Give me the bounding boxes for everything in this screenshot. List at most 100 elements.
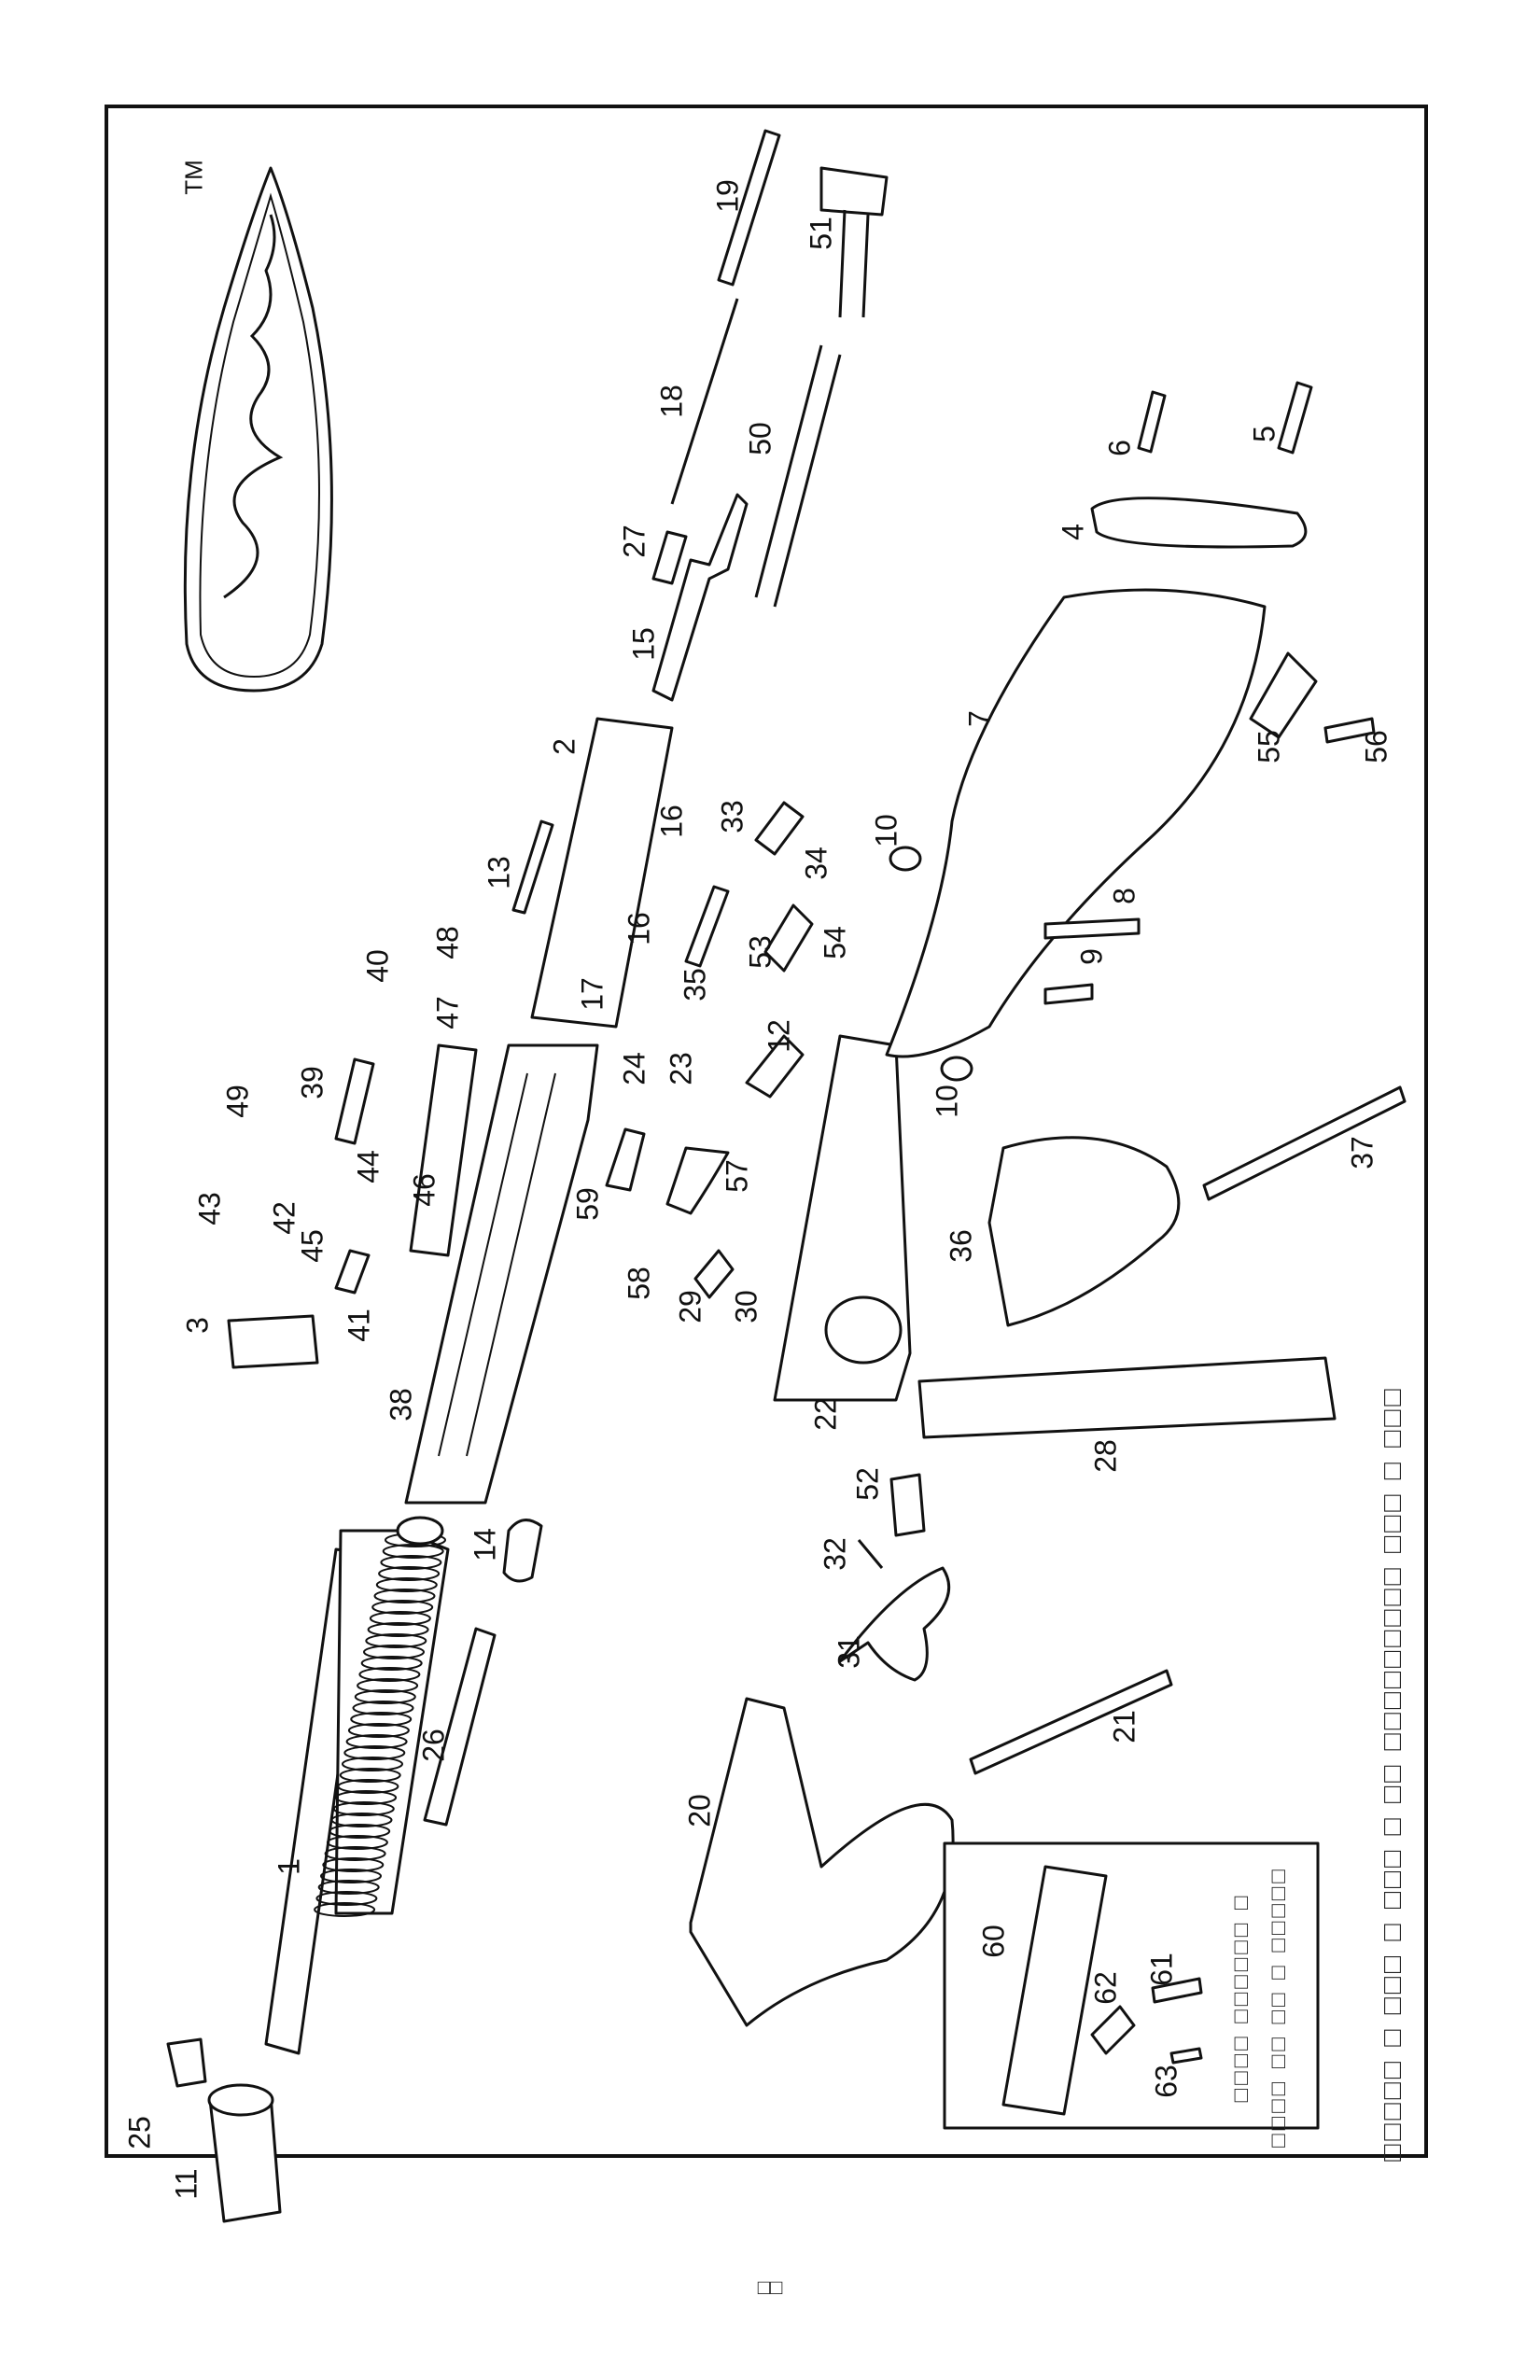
part-10-washer-2 [940,1056,973,1082]
part-number-label: 17 [575,977,609,1011]
part-52 [889,1473,926,1537]
part-number-label: 59 [570,1187,605,1221]
part-number-label: 3 [180,1317,215,1334]
part-number-label: 46 [407,1173,441,1207]
barrel-fin [363,1645,425,1659]
part-number-label: 50 [743,422,777,455]
barrel-fin [330,1813,393,1827]
part-number-label: 60 [976,1925,1011,1958]
page-number: □□ [757,2275,783,2299]
barrel-fin [371,1600,434,1615]
part-number-label: 34 [799,847,833,880]
barrel-fin [339,1768,401,1783]
inset-accessory-box [943,1841,1320,2130]
part-37 [1202,1085,1407,1201]
barrel-fin [380,1555,442,1570]
part-19 [717,129,781,287]
part-bolt [530,717,674,1029]
barrel-fin [315,1891,378,1906]
part-number-label: 2 [547,738,581,755]
barrel-fin [367,1622,429,1637]
part-number-label: 35 [678,968,712,1001]
part-33 [754,801,805,856]
part-51 [819,166,889,318]
part-50-springs [754,344,842,608]
part-number-label: 23 [664,1052,698,1085]
part-29 [693,1249,735,1299]
part-number-label: 55 [1252,730,1286,763]
part-number-label: 28 [1088,1439,1123,1473]
part-53 [763,903,814,973]
trademark-mark: TM [179,160,208,195]
part-number-label: 22 [808,1397,843,1431]
part-number-label: 41 [342,1309,376,1342]
part-number-label: 12 [762,1019,796,1053]
part-number-label: 37 [1345,1136,1379,1169]
part-rear-grip [987,1136,1181,1327]
diagram-border [105,105,1428,2158]
part-number-label: 49 [220,1085,255,1118]
part-number-label: 52 [850,1467,885,1501]
part-buttstock [885,588,1267,1058]
part-21 [969,1669,1173,1775]
barrel-fin [373,1589,436,1603]
part-number-label: 6 [1102,440,1137,456]
part-number-label: 9 [1074,948,1109,965]
inset-line-2: □□□□ □□ □□ □ □□□□□ [1266,1866,1291,2148]
part-number-label: 44 [351,1150,385,1183]
barrel-fin [347,1723,410,1738]
barrel-fin [365,1633,427,1648]
part-62 [1090,2005,1136,2055]
barrel-fin [329,1824,391,1839]
part-13 [511,819,554,915]
part-15 [651,493,749,702]
part-56 [1323,717,1376,744]
part-number-label: 36 [944,1229,978,1263]
part-14 [502,1519,543,1583]
part-3 [227,1314,319,1369]
part-number-label: 26 [416,1729,451,1762]
part-55 [1249,651,1318,739]
part-18-spring [670,298,739,505]
barrel-fin [354,1689,416,1704]
part-31 [838,1566,951,1682]
part-number-label: 53 [743,935,777,969]
part-number-label: 40 [360,949,395,983]
part-27 [651,530,688,585]
part-6 [1137,390,1167,454]
part-59 [605,1127,646,1192]
part-number-label: 27 [617,525,651,558]
part-number-label: 57 [720,1159,754,1193]
part-number-label: 25 [122,2116,157,2149]
barrel-fin [317,1880,380,1895]
part-9 [1043,983,1094,1005]
part-number-label: 10 [930,1085,964,1118]
part-number-label: 16 [622,912,656,945]
part-number-label: 18 [654,385,689,418]
barrel-fin [358,1667,421,1682]
part-32-spring [857,1539,884,1569]
part-number-label: 24 [617,1052,651,1085]
part-number-label: 16 [654,805,689,838]
part-number-label: 14 [468,1528,502,1561]
part-number-label: 21 [1107,1710,1141,1743]
part-number-label: 48 [430,926,465,959]
barrel-fin [352,1701,414,1715]
part-57 [665,1146,730,1215]
part-compensator [166,2037,282,2223]
part-number-label: 20 [682,1794,717,1827]
part-number-label: 1 [272,1858,306,1875]
barrel-fin [320,1869,382,1883]
part-barrel [264,1516,450,2055]
part-number-label: 58 [622,1267,656,1300]
part-26 [423,1627,497,1827]
part-63 [1169,2047,1203,2065]
part-number-label: 39 [295,1066,329,1099]
part-8 [1043,917,1141,940]
barrel-fin [314,1902,376,1917]
barrel-fin [378,1566,441,1581]
part-front-grip [689,1697,955,2027]
barrel-fin [345,1734,408,1749]
part-number-label: 13 [482,856,516,889]
